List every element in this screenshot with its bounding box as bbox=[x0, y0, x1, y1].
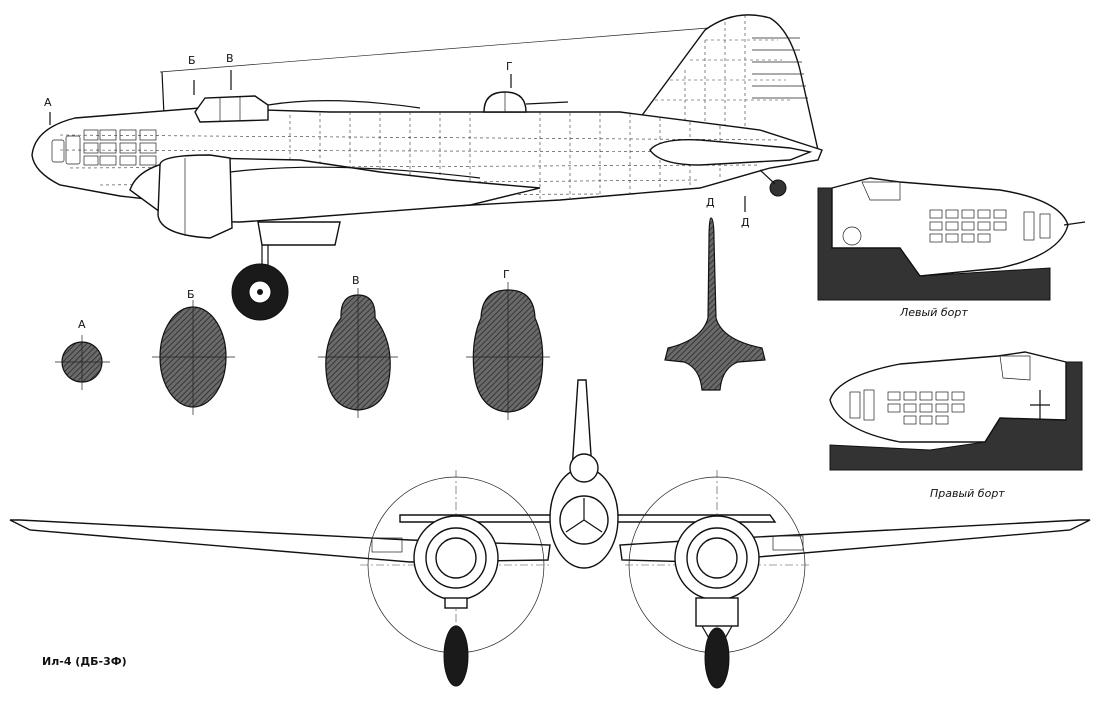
wing-vent-left bbox=[371, 537, 403, 553]
pilot-canopy bbox=[194, 95, 269, 123]
section-b-letter: Б bbox=[187, 288, 195, 301]
wing-vent-right bbox=[772, 535, 804, 551]
antenna-mast bbox=[161, 71, 165, 116]
engine-cowling bbox=[157, 154, 233, 239]
section-d-letter: Д bbox=[706, 196, 715, 209]
vertical-tail bbox=[638, 14, 819, 151]
right-side-caption: Правый борт bbox=[930, 487, 1005, 500]
horizontal-stabilizer bbox=[649, 139, 813, 166]
tail-wheel bbox=[769, 179, 787, 197]
cross-sections: А Б В Г Д bbox=[55, 196, 766, 420]
section-markers-side: А Б В Г Д bbox=[44, 52, 750, 229]
antenna-wire bbox=[159, 24, 746, 73]
nose-glazing bbox=[51, 129, 157, 166]
turret-front bbox=[569, 453, 599, 483]
wing-root-side bbox=[229, 166, 481, 179]
section-label-d: Д bbox=[741, 216, 750, 229]
section-label-g: Г bbox=[506, 60, 513, 73]
main-gear-left-front bbox=[443, 597, 469, 687]
left-side-caption: Левый борт bbox=[899, 306, 968, 319]
side-view bbox=[31, 14, 823, 321]
main-gear-right-front bbox=[695, 597, 739, 689]
dorsal-fairing bbox=[267, 100, 421, 109]
section-label-v: В bbox=[226, 52, 234, 65]
drawing-title: Ил-4 (ДБ-3Ф) bbox=[42, 655, 127, 668]
section-label-b: Б bbox=[188, 54, 196, 67]
front-view bbox=[9, 379, 1091, 689]
tail-rib-grid bbox=[655, 15, 808, 145]
section-g-letter: Г bbox=[503, 268, 510, 281]
main-landing-gear-side bbox=[231, 221, 341, 321]
section-a-letter: А bbox=[78, 318, 86, 331]
right-side-cutaway: Правый борт bbox=[829, 351, 1083, 500]
left-cutaway-glazing bbox=[929, 209, 1051, 243]
section-d-shape bbox=[664, 217, 766, 391]
section-v-letter: В bbox=[352, 274, 360, 287]
left-side-cutaway: Левый борт bbox=[817, 177, 1086, 319]
section-label-a: А bbox=[44, 96, 52, 109]
right-cutaway-glazing bbox=[849, 389, 965, 425]
